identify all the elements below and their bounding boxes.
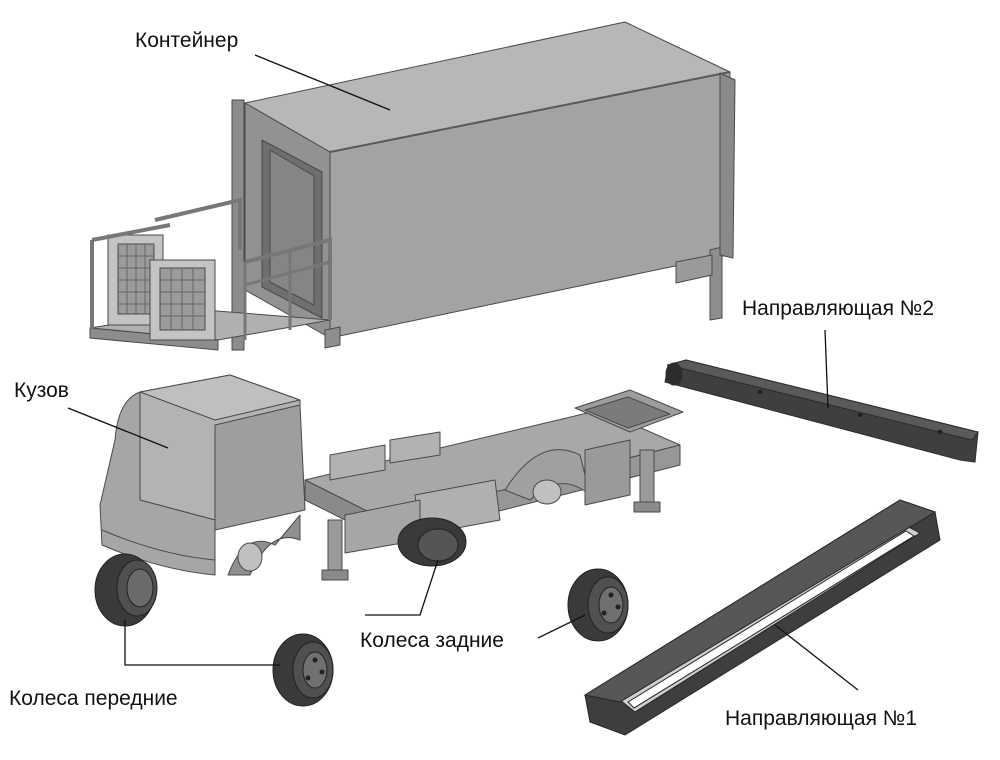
truck-body-part [99, 374, 684, 581]
rear-wheel-2 [567, 568, 629, 642]
label-front-wheels: Колеса передние [9, 687, 178, 710]
leader-lines [67, 54, 859, 691]
container-part [231, 21, 736, 351]
leader-front-wheels [124, 620, 280, 666]
leader-body [67, 407, 169, 449]
label-container: Контейнер [135, 29, 239, 52]
leader-guide1 [774, 624, 859, 691]
label-rear-wheels: Колеса задние [360, 629, 504, 652]
front-wheel-1 [94, 553, 158, 627]
label-guide1: Направляющая №1 [725, 707, 917, 730]
leader-rear-wheels [365, 559, 439, 616]
leader-container [254, 54, 391, 111]
rear-wheel-1 [397, 517, 467, 567]
front-wheel-2 [272, 633, 334, 707]
leader-guide2 [824, 329, 829, 409]
label-body: Кузов [14, 379, 69, 402]
guide1-part [583, 499, 941, 736]
leader-rear-wheels-2 [537, 614, 586, 639]
label-guide2: Направляющая №2 [742, 297, 934, 320]
guide2-part [664, 359, 979, 463]
container-platform [89, 197, 332, 351]
